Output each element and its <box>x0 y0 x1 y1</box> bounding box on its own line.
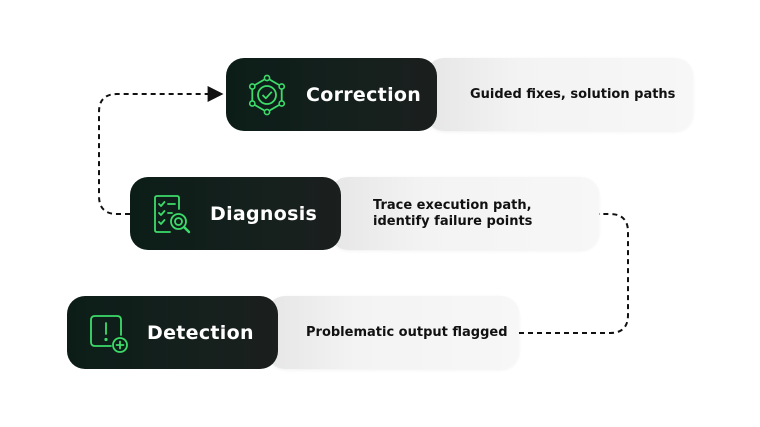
description-card <box>426 58 693 131</box>
checklist-magnifier-icon <box>150 193 192 235</box>
step-label: Detection <box>147 321 254 344</box>
network-check-icon <box>246 74 288 116</box>
step-label-pill: Diagnosis <box>130 177 341 250</box>
step-correction: Guided fixes, solution paths <box>226 58 693 131</box>
description-card <box>267 296 519 369</box>
step-detection: Problematic output flagged Detection <box>67 296 519 369</box>
step-label-pill: Detection <box>67 296 278 369</box>
step-label: Diagnosis <box>210 202 318 225</box>
alert-plus-icon <box>87 312 129 354</box>
step-description: Trace execution path, identify failure p… <box>373 197 533 229</box>
step-description: Problematic output flagged <box>306 324 508 340</box>
step-label: Correction <box>306 83 422 106</box>
step-label-pill: Correction <box>226 58 437 131</box>
description-card <box>330 177 599 250</box>
step-diagnosis: Trace execution path, identify failure p… <box>130 177 599 250</box>
step-description: Guided fixes, solution paths <box>470 86 676 102</box>
